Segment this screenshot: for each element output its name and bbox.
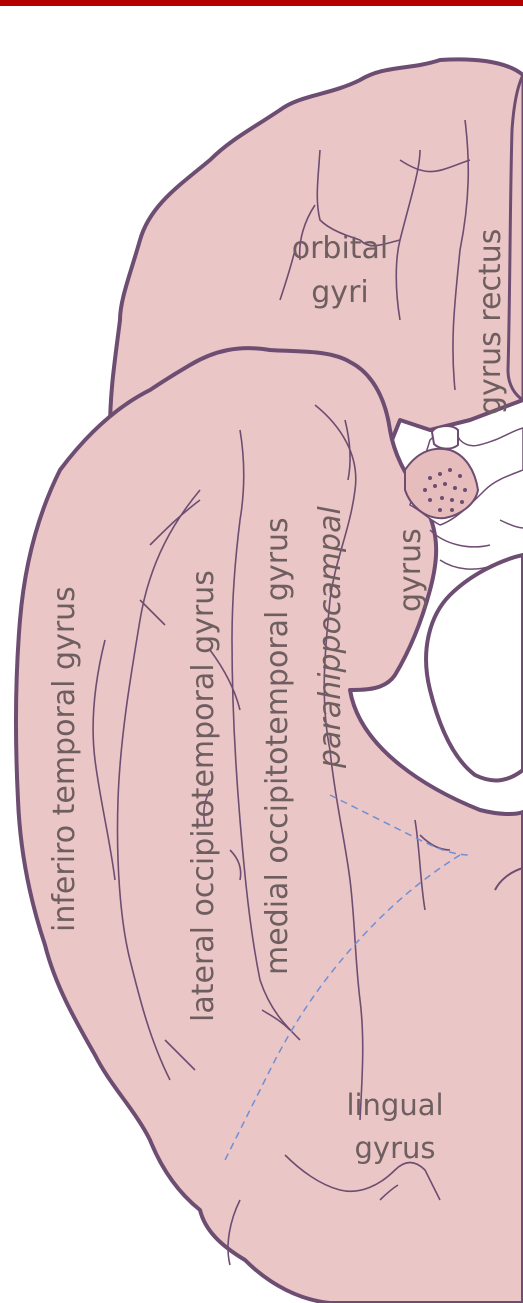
label-inferior-temporal: inferiro temporal gyrus	[47, 586, 82, 932]
top-bar	[0, 0, 523, 6]
midbrain-section	[426, 555, 523, 780]
label-orbital-line1: orbital	[292, 231, 389, 266]
label-parahippocampal-line2: gyrus	[393, 528, 428, 612]
optic-nerve-stub	[432, 426, 458, 449]
label-parahippocampal-line1: parahippocampal	[313, 506, 348, 769]
label-gyrus-rectus: gyrus rectus	[473, 229, 508, 415]
label-lingual-line1: lingual	[346, 1088, 443, 1122]
label-lingual-line2: gyrus	[355, 1131, 436, 1165]
label-medial-occipitotemporal: medial occipitotemporal gyrus	[260, 517, 295, 975]
label-orbital-line2: gyri	[311, 275, 368, 310]
label-lateral-occipitotemporal: lateral occipitotemporal gyrus	[186, 570, 221, 1022]
